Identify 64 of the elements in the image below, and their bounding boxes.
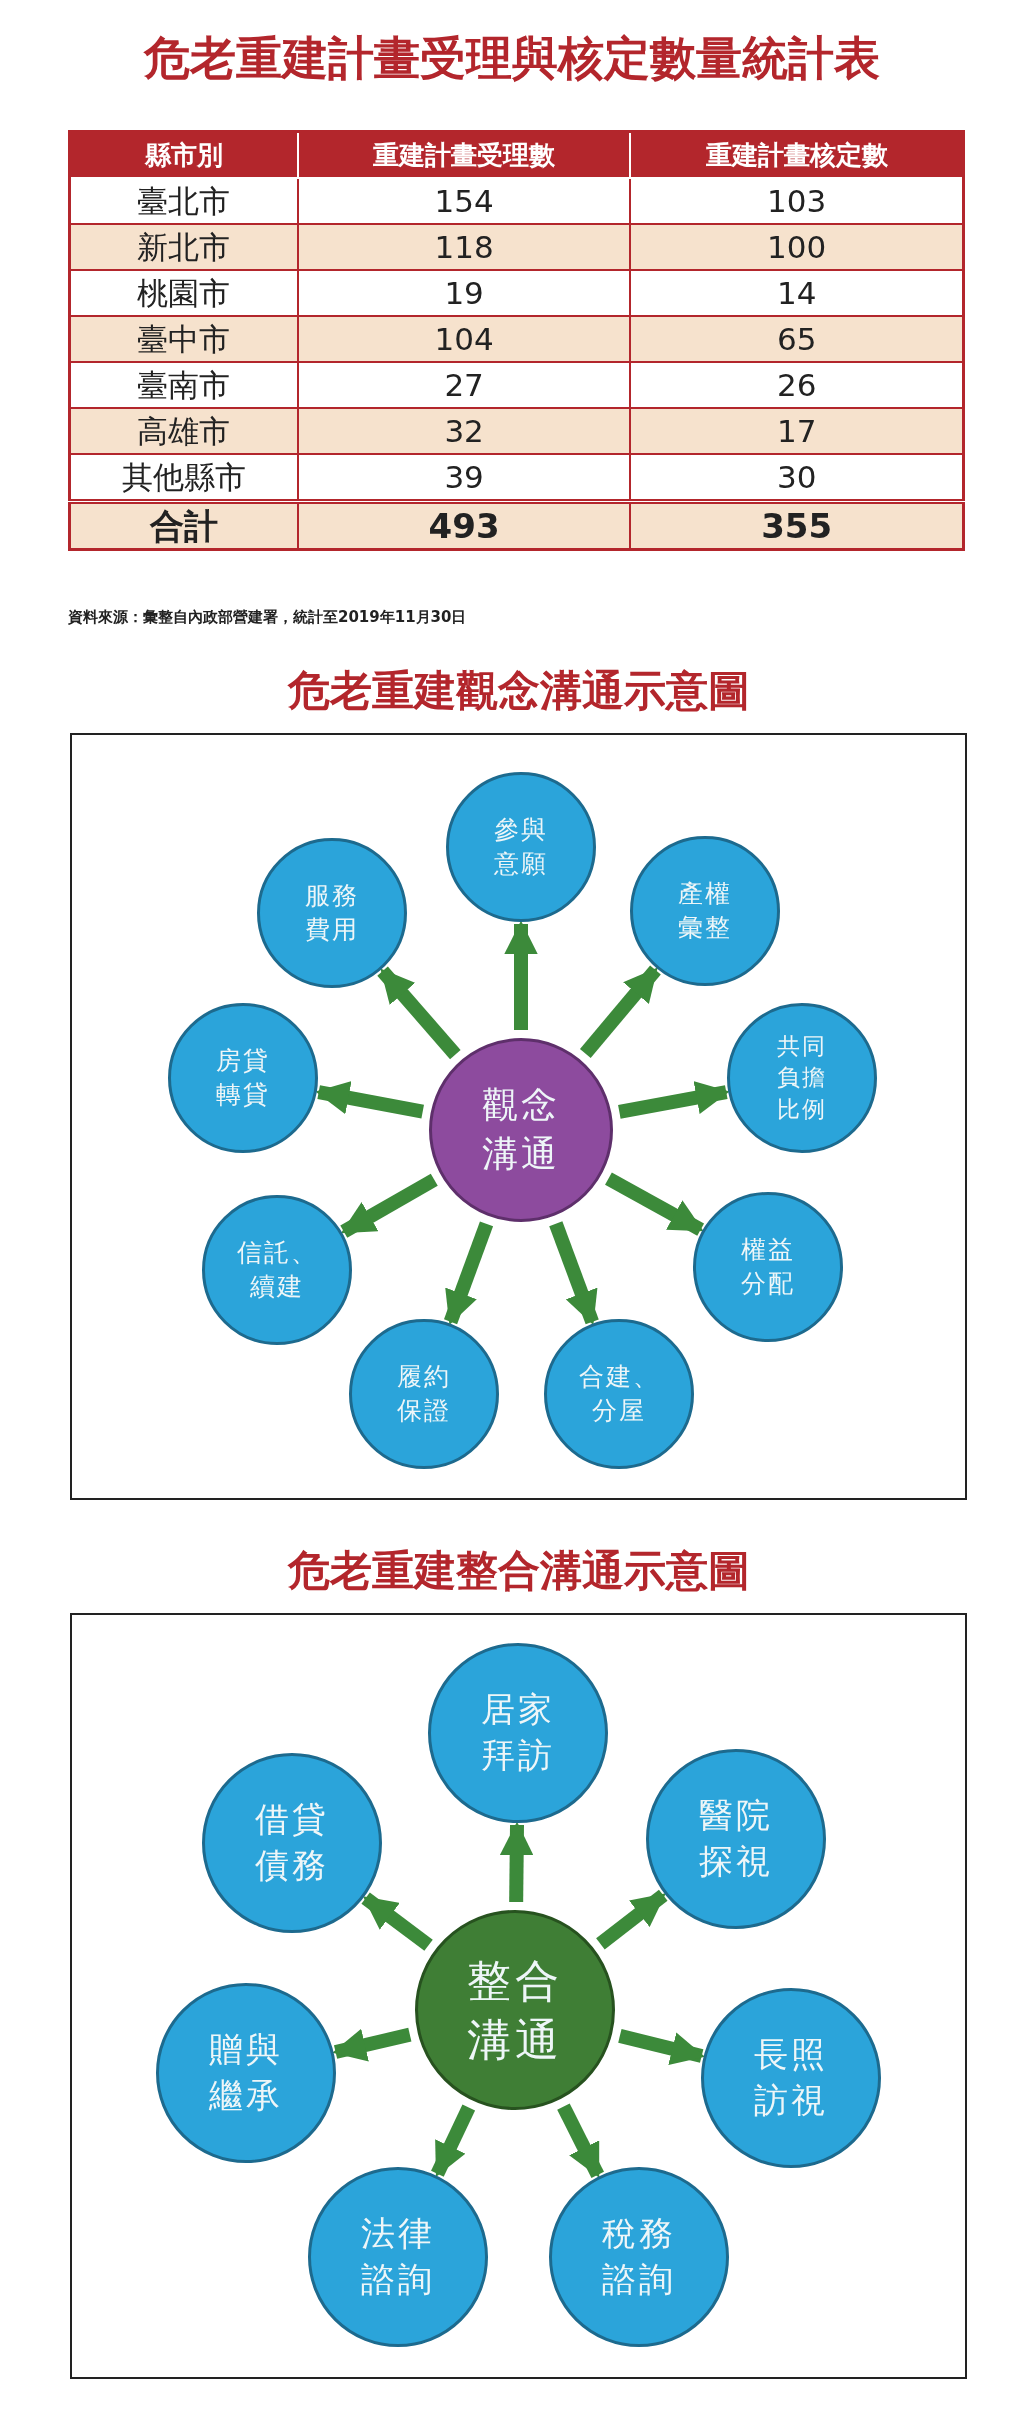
- arrow: [596, 1889, 668, 1950]
- arrow: [315, 1081, 424, 1119]
- circle-label: 整合溝通: [466, 1953, 564, 2067]
- arrow: [605, 1172, 705, 1236]
- table-cell: 26: [630, 362, 964, 408]
- table-cell: 65: [630, 316, 964, 362]
- arrow: [504, 920, 538, 1030]
- table-title: 危老重建計畫受理與核定數量統計表: [142, 30, 881, 87]
- circle-label: 參與意願: [493, 814, 549, 880]
- table-cell: 其他縣市: [69, 454, 298, 502]
- table-cell: 合計: [69, 501, 298, 550]
- table-cell: 355: [630, 501, 964, 550]
- source-note: 資料來源：彙整自內政部營建署，統計至2019年11月30日: [68, 608, 467, 627]
- column-header: 重建計畫受理數: [297, 131, 631, 178]
- table-cell: 32: [297, 408, 631, 454]
- circle-label: 房貸轉貸: [215, 1045, 271, 1111]
- arrow: [618, 1081, 730, 1119]
- table-cell: 17: [630, 408, 964, 454]
- circle-label: 法律諮詢: [360, 2212, 436, 2301]
- table-cell: 154: [297, 178, 631, 224]
- table-cell: 39: [297, 454, 631, 502]
- circle-label: 稅務諮詢: [601, 2212, 677, 2301]
- table-cell: 104: [297, 316, 631, 362]
- table-cell: 118: [297, 224, 631, 270]
- circle-label: 產權彙整: [677, 878, 733, 944]
- arrow: [361, 1892, 433, 1951]
- table-cell: 493: [297, 501, 631, 550]
- table-cell: 臺南市: [69, 362, 298, 408]
- table-cell: 臺北市: [69, 178, 298, 224]
- arrow: [377, 966, 461, 1060]
- circle-label: 服務費用: [304, 880, 360, 946]
- arrow: [579, 965, 661, 1058]
- column-header: 縣市別: [69, 131, 298, 178]
- circle-label: 合建、分屋: [577, 1361, 661, 1427]
- arrow: [557, 2103, 604, 2178]
- circle-label: 觀念溝通: [481, 1083, 561, 1176]
- circle-label: 共同負擔比例: [776, 1032, 828, 1124]
- diagram-heading: 危老重建觀念溝通示意圖: [286, 665, 751, 717]
- table-cell: 桃園市: [69, 270, 298, 316]
- circle-label: 信託、續建: [235, 1237, 319, 1303]
- circle-label: 借貸債務: [254, 1798, 330, 1887]
- arrow: [431, 2104, 476, 2177]
- table-cell: 27: [297, 362, 631, 408]
- table-cell: 30: [630, 454, 964, 502]
- table-cell: 高雄市: [69, 408, 298, 454]
- table-cell: 14: [630, 270, 964, 316]
- circle-label: 權益分配: [740, 1234, 796, 1300]
- table-cell: 100: [630, 224, 964, 270]
- arrow: [499, 1821, 534, 1903]
- arrow: [332, 2027, 412, 2062]
- column-header: 重建計畫核定數: [630, 131, 964, 178]
- circle-label: 居家拜訪: [480, 1688, 556, 1777]
- table-cell: 新北市: [69, 224, 298, 270]
- arrow: [444, 1221, 494, 1325]
- circle-label: 贈與繼承: [208, 2028, 284, 2117]
- arrow: [340, 1173, 438, 1238]
- table-cell: 臺中市: [69, 316, 298, 362]
- diagram-heading: 危老重建整合溝通示意圖: [286, 1545, 751, 1597]
- circle-label: 醫院探視: [698, 1794, 774, 1883]
- circle-label: 履約保證: [396, 1361, 452, 1427]
- arrow: [618, 2029, 705, 2066]
- table-cell: 19: [297, 270, 631, 316]
- circle-label: 長照訪視: [753, 2033, 829, 2122]
- table-cell: 103: [630, 178, 964, 224]
